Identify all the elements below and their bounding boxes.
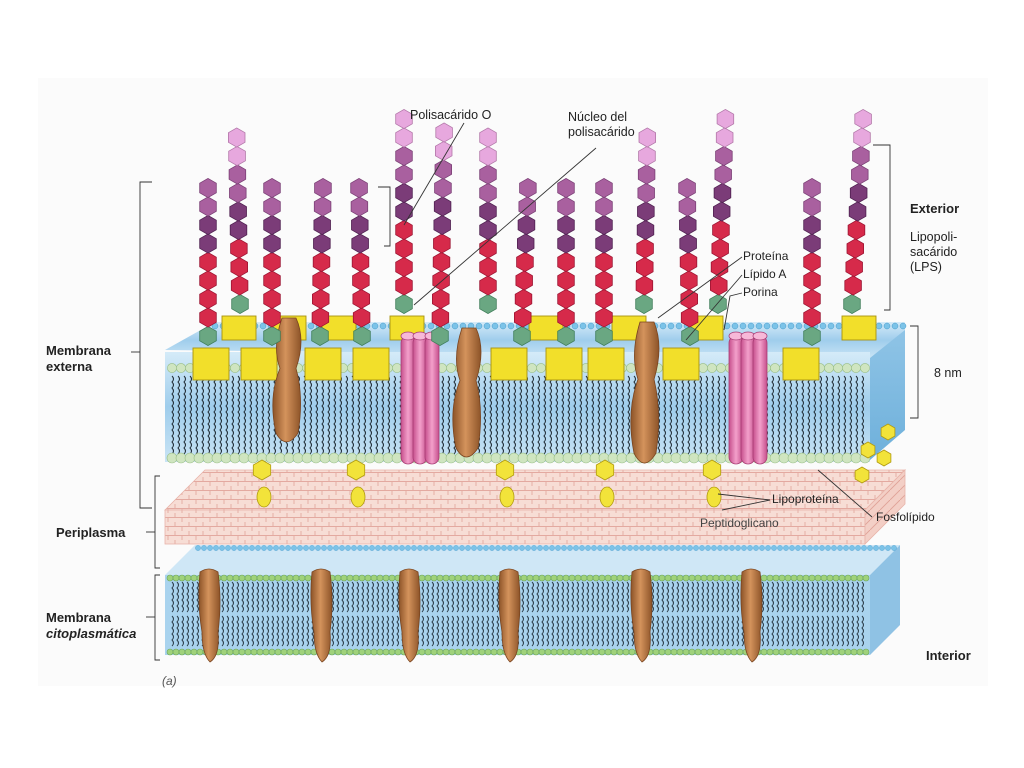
label-lps-line3: (LPS) [910,260,942,274]
lipid-a-front-1 [240,347,278,381]
lipoprotein-edge-2 [854,466,870,484]
label-thickness: 8 nm [934,366,962,380]
lps-chain-14 [803,177,821,347]
lipoprotein-edge-1 [880,423,896,441]
lipid-a-front-5 [545,347,583,381]
label-peptidoglicano: Peptidoglicano [700,516,779,530]
lps-chain-8 [513,177,537,347]
lps-chain-10 [595,177,613,347]
lipoprotein-edge-0 [860,441,876,459]
lipoprotein-anchor-4 [706,486,722,508]
lipoprotein-head-4 [702,459,722,481]
cyto-protein-1 [310,568,333,663]
lipid-a-back-0 [221,315,257,341]
lps-chain-1 [227,127,249,315]
lps-chain-2 [263,177,281,347]
lipid-a-front-6 [587,347,625,381]
lps-chain-6 [431,122,453,347]
lipoprotein-head-1 [346,459,366,481]
cyto-protein-3 [498,568,521,663]
lipid-a-front-8 [782,347,820,381]
lps-chain-13 [709,108,735,315]
lipoprotein-head-0 [252,459,272,481]
cyto-protein-0 [198,568,221,663]
outer-membrane-proteins [272,317,660,464]
lps-chain-15 [843,108,872,315]
cyto-protein-2 [398,568,421,663]
label-exterior: Exterior [910,201,960,216]
lps-chains [199,108,872,347]
leader-lines [131,122,919,661]
diagram-panel: Polisacárido O Núcleo del polisacárido E… [38,78,988,688]
cyto-protein-4 [630,568,653,663]
label-lps-line2: sacárido [910,245,958,259]
label-periplasma: Periplasma [56,525,126,540]
lps-chain-5 [395,108,413,315]
lps-chain-4 [350,177,371,347]
label-membrana-externa-2: externa [46,359,93,374]
label-membrana-cito-2: citoplasmática [46,626,137,641]
porin-1 [728,331,768,465]
label-panel-letter: (a) [162,674,177,688]
lipid-a-front-0 [192,347,230,381]
label-fosfolipido: Fosfolípido [876,510,935,524]
label-proteina: Proteína [743,249,789,263]
outer-protein-1 [452,327,482,458]
lipid-a-back-7 [841,315,877,341]
lipoprotein-head-3 [595,459,615,481]
label-nucleo-line1: Núcleo del [568,110,628,124]
lipid-a-front-3 [352,347,390,381]
cyto-protein-5 [740,568,763,663]
lipid-a-front-7 [662,347,700,381]
label-nucleo-line2: polisacárido [568,125,635,139]
lipoproteins [252,423,896,508]
lps-chain-3 [311,177,332,347]
lipid-a-front-2 [304,347,342,381]
porin-0 [400,331,440,465]
label-interior: Interior [926,648,971,663]
lipid-a-front-4 [490,347,528,381]
lps-chain-9 [557,177,575,347]
label-lipoproteina: Lipoproteína [772,492,839,506]
label-porina: Porina [743,285,778,299]
lps-chain-0 [199,177,217,347]
label-membrana-cito-1: Membrana [46,610,112,625]
lipoprotein-anchor-3 [599,486,615,508]
lipoprotein-anchor-0 [256,486,272,508]
cytoplasmic-membrane [165,545,900,663]
lps-chain-12 [678,177,699,347]
outer-protein-0 [272,317,302,443]
lps-chain-7 [479,127,497,315]
label-lipido-a: Lípido A [743,267,787,281]
outer-protein-2 [630,321,660,464]
lipoprotein-anchor-2 [499,486,515,508]
lipoprotein-anchor-1 [350,486,366,508]
label-membrana-externa-1: Membrana [46,343,112,358]
label-lps-line1: Lipopoli- [910,230,958,244]
lipoprotein-edge-3 [876,449,892,467]
lps-chain-11 [635,127,656,315]
peptidoglycan-layer [164,469,906,545]
label-polisacarido-o: Polisacárido O [410,108,492,122]
porins [400,331,768,465]
lipoprotein-head-2 [495,459,515,481]
cell-envelope-diagram [131,108,919,663]
